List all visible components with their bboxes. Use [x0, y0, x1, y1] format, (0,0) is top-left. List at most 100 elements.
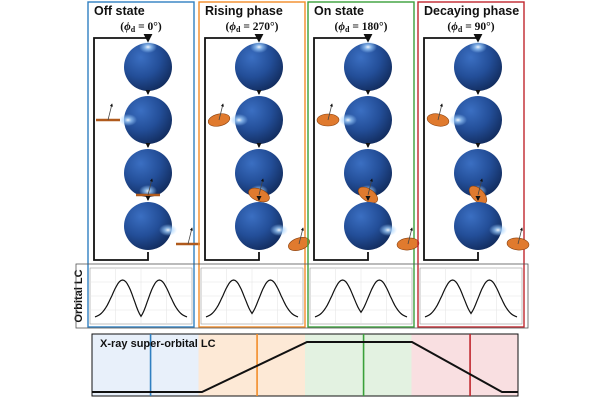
- neutron-star: [454, 149, 502, 197]
- phase-shade-4: [411, 334, 518, 396]
- orbital-lc-row: Orbital LC: [73, 263, 529, 329]
- phase-symbol: ϕ: [229, 21, 236, 33]
- stage-1: [344, 41, 392, 91]
- neutron-star: [344, 96, 392, 144]
- panel-4: Decaying phase (ϕd = 90°): [417, 1, 530, 328]
- neutron-star: [235, 149, 283, 197]
- cycle-loop-arrow: [93, 33, 153, 261]
- hotspot-glow: [159, 224, 177, 236]
- hotspot-glow: [139, 41, 157, 53]
- phase-panels: Off state(ϕd = 0°)Rising phase(ϕd = 270°…: [87, 1, 530, 328]
- neutron-star: [344, 149, 392, 197]
- orbital-lc-4: [419, 267, 523, 325]
- orbital-lc-row-frame: [75, 263, 529, 329]
- hotspot-glow: [339, 114, 357, 126]
- stage-1: [124, 41, 172, 91]
- hotspot-glow: [119, 114, 137, 126]
- stage-1: [454, 41, 502, 91]
- disk-normal-arrow: [437, 103, 443, 121]
- stage-3: [124, 142, 172, 197]
- hotspot-glow: [469, 41, 487, 53]
- hotspot-glow: [449, 114, 467, 126]
- stage-4: [235, 195, 310, 251]
- stage-2: [96, 89, 172, 144]
- phase-open: (: [335, 21, 339, 33]
- disk-normal-arrow: [298, 227, 304, 245]
- disk-normal-arrow: [407, 227, 413, 245]
- phase-subscript: d: [236, 25, 241, 34]
- panel-phase: (ϕd = 0°): [120, 21, 162, 34]
- phase-open: (: [447, 21, 451, 33]
- phase-subscript: d: [345, 25, 350, 34]
- panel-frame: [198, 1, 306, 328]
- phase-value: = 90°): [462, 21, 494, 33]
- neutron-star: [235, 96, 283, 144]
- cycle-loop-arrow: [313, 33, 373, 261]
- hotspot-glow: [230, 114, 248, 126]
- phase-open: (: [120, 21, 124, 33]
- superorbital-frame: [91, 333, 519, 397]
- panel-phase: (ϕd = 180°): [335, 21, 388, 34]
- hotspot-glow: [270, 224, 288, 236]
- cycle-loop-arrow: [204, 33, 264, 261]
- phase-value: = 180°): [349, 21, 387, 33]
- superorbital-lc: X-ray super-orbital LC: [91, 333, 519, 397]
- phase-subscript: d: [131, 25, 136, 34]
- disk-normal-arrow: [187, 227, 193, 245]
- hotspot-glow: [359, 41, 377, 53]
- disk-normal-arrow: [147, 178, 153, 196]
- neutron-star: [344, 202, 392, 250]
- panel-title: On state: [314, 4, 364, 18]
- superorbital-lc-label: X-ray super-orbital LC: [100, 338, 216, 350]
- phase-shade-3: [305, 334, 412, 396]
- neutron-star: [124, 149, 172, 197]
- stage-4: [124, 195, 200, 250]
- panel-frame: [307, 1, 415, 328]
- panel-frame: [87, 1, 195, 328]
- neutron-star: [124, 43, 172, 91]
- panel-title: Decaying phase: [424, 4, 519, 18]
- orbital-lc-curve: [424, 279, 518, 318]
- phase-shade-1: [92, 334, 199, 396]
- panel-frame: [417, 1, 525, 328]
- phase-symbol: ϕ: [338, 21, 345, 33]
- hotspot-glow: [489, 224, 507, 236]
- orbital-lc-label: Orbital LC: [73, 269, 85, 322]
- panel-title: Rising phase: [205, 4, 283, 18]
- panel-2: Rising phase (ϕd = 270°): [198, 1, 310, 328]
- superorbital-curve: [92, 341, 518, 393]
- phase-symbol: ϕ: [451, 21, 458, 33]
- stage-3: [235, 142, 283, 203]
- neutron-star: [454, 96, 502, 144]
- neutron-star: [124, 202, 172, 250]
- hotspot-glow: [379, 224, 397, 236]
- hotspot-glow: [250, 41, 268, 53]
- phase-open: (: [226, 21, 230, 33]
- orbital-lc-2: [200, 267, 304, 325]
- panel-phase: (ϕd = 270°): [226, 21, 279, 34]
- panel-title: Off state: [94, 4, 145, 18]
- stage-3: [454, 142, 502, 205]
- disk-normal-arrow: [107, 103, 113, 121]
- disk-normal-arrow: [367, 178, 373, 196]
- neutron-star: [235, 43, 283, 91]
- phase-symbol: ϕ: [124, 21, 131, 33]
- phase-subscript: d: [458, 25, 463, 34]
- stage-4: [454, 195, 530, 251]
- neutron-star: [124, 96, 172, 144]
- stage-3: [344, 142, 392, 204]
- disk-normal-arrow: [327, 103, 333, 121]
- disk-normal-arrow: [477, 178, 483, 196]
- orbital-lc-3: [309, 267, 413, 325]
- orbital-lc-1: [89, 267, 193, 325]
- neutron-star: [235, 202, 283, 250]
- stage-2: [316, 89, 392, 144]
- disk-normal-arrow: [218, 103, 224, 121]
- neutron-star: [344, 43, 392, 91]
- stage-2: [207, 89, 283, 144]
- orbital-lc-curve: [94, 279, 188, 318]
- disk-normal-arrow: [517, 227, 523, 245]
- neutron-star: [454, 202, 502, 250]
- phase-value: = 270°): [240, 21, 278, 33]
